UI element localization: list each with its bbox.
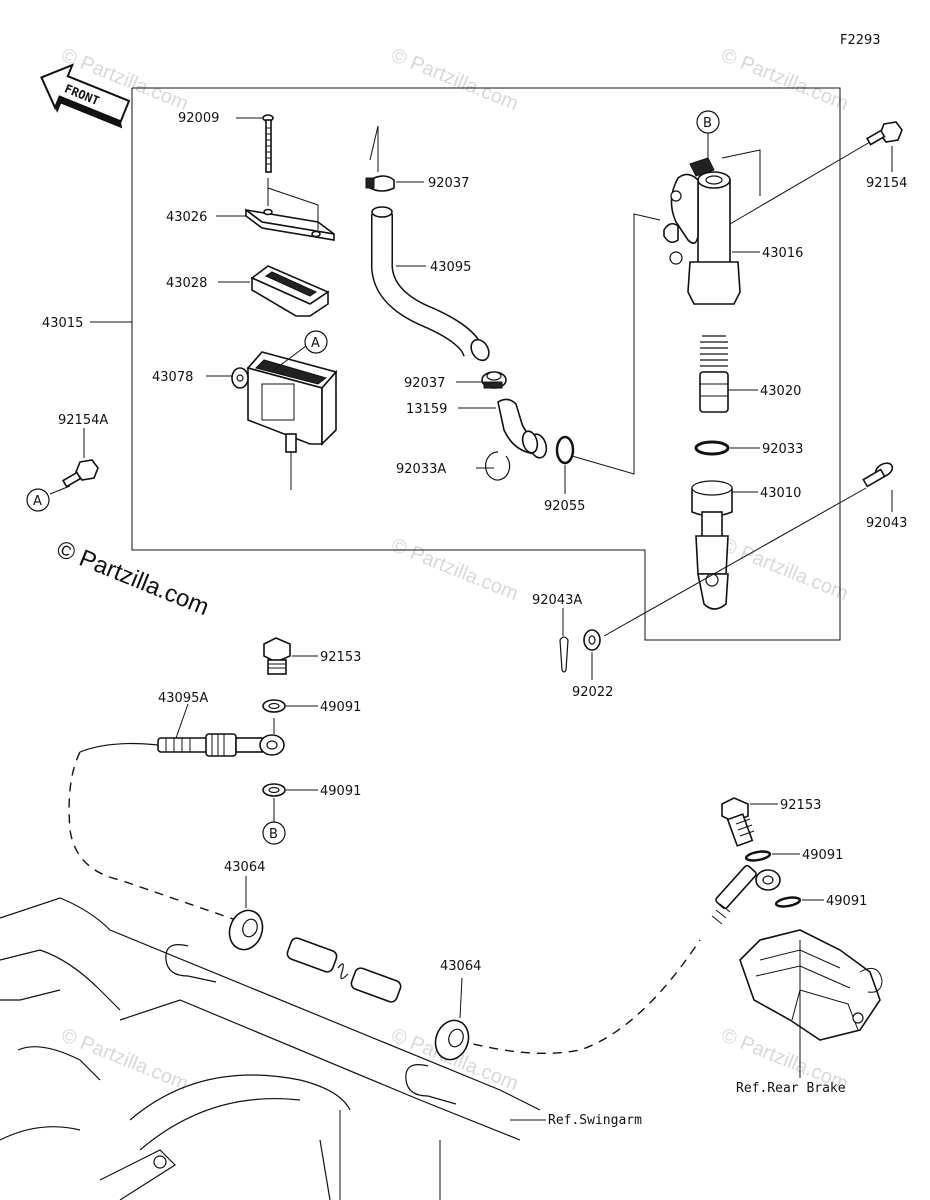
part-49091-washer-b — [262, 718, 318, 822]
label-43020: 43020 — [760, 384, 801, 399]
label-92033A: 92033A — [396, 462, 446, 477]
label-92154A: 92154A — [58, 413, 108, 428]
watermark: © Partzilla.com — [388, 44, 521, 115]
ref-swingarm: Ref.Swingarm — [548, 1113, 642, 1128]
label-43078: 43078 — [152, 370, 193, 385]
part-92153-bolt-lower — [721, 797, 778, 847]
label-43010: 43010 — [760, 486, 801, 501]
part-49091-washer-c — [744, 850, 800, 862]
part-43026-cap — [216, 178, 335, 241]
label-92022: 92022 — [572, 685, 613, 700]
callout-b-label: B — [703, 116, 712, 131]
label-92037: 92037 — [404, 376, 445, 391]
part-49091-washer-d — [774, 896, 824, 908]
hose-clip-b — [405, 1064, 457, 1105]
callout-a-label: A — [311, 336, 320, 351]
label-92055: 92055 — [544, 499, 585, 514]
hose-sleeve — [286, 937, 402, 1003]
callout-b-lower: B — [262, 821, 286, 845]
part-43028-diaphragm — [218, 265, 330, 317]
label-49091: 49091 — [320, 700, 361, 715]
callout-b-top: B — [696, 110, 720, 134]
part-92033A-circlip — [476, 451, 511, 481]
hose-clip-a — [165, 944, 217, 983]
part-49091-washer-a — [262, 699, 318, 713]
label-49091: 49091 — [826, 894, 867, 909]
part-92154-bolt — [865, 121, 903, 172]
part-43016-cylinder-body — [663, 132, 871, 305]
label-13159: 13159 — [406, 402, 447, 417]
part-92022-washer — [583, 629, 601, 680]
part-92055-o-ring — [555, 213, 661, 494]
label-49091: 49091 — [802, 848, 843, 863]
part-92037-clamp-lower — [456, 371, 507, 389]
part-92033-circlip — [694, 440, 760, 456]
reference-labels: Ref.Swingarm Ref.Rear Brake — [510, 1081, 846, 1128]
part-43064-grommet-a — [228, 876, 264, 951]
part-43095-hose — [370, 206, 490, 362]
lower-hose-fitting — [711, 864, 781, 925]
label-92153: 92153 — [780, 798, 821, 813]
label-49091: 49091 — [320, 784, 361, 799]
part-92043-pin — [603, 462, 894, 637]
label-43095: 43095 — [430, 260, 471, 275]
brake-hose-route — [68, 751, 701, 1055]
watermarks: © Partzilla.com © Partzilla.com © Partzi… — [58, 44, 851, 1095]
label-92037: 92037 — [428, 176, 469, 191]
ref-rear-brake: Ref.Rear Brake — [736, 1081, 846, 1096]
label-43016: 43016 — [762, 246, 803, 261]
part-43078-reservoir — [206, 345, 338, 490]
label-92043A: 92043A — [532, 593, 582, 608]
callout-a-top: A — [304, 330, 328, 354]
watermark: © Partzilla.com — [718, 534, 851, 605]
part-92153-bolt-upper — [263, 637, 318, 675]
part-92154A-bolt — [49, 428, 99, 495]
part-13159-elbow — [458, 398, 548, 459]
part-92043A-cotter-pin — [559, 608, 569, 673]
label-92153: 92153 — [320, 650, 361, 665]
part-43020-piston — [699, 335, 758, 413]
label-43064: 43064 — [224, 860, 265, 875]
label-43064: 43064 — [440, 959, 481, 974]
part-92009-screw — [236, 114, 274, 173]
label-92154: 92154 — [866, 176, 907, 191]
label-43095A: 43095A — [158, 691, 208, 706]
label-92043: 92043 — [866, 516, 907, 531]
callout-a-left: A — [26, 488, 50, 512]
label-92033: 92033 — [762, 442, 803, 457]
part-43010-push-rod — [691, 480, 758, 610]
label-43028: 43028 — [166, 276, 207, 291]
part-43064-grommet-b — [434, 977, 470, 1061]
callout-a-label: A — [33, 494, 42, 509]
part-43095A-hose-fitting — [79, 703, 285, 757]
label-43026: 43026 — [166, 210, 207, 225]
part-labels: 92009 43026 43028 43015 43078 92037 4309… — [42, 111, 907, 974]
label-43015: 43015 — [42, 316, 83, 331]
callout-b-label: B — [269, 827, 278, 842]
rear-brake-caliper — [739, 929, 883, 1078]
watermark-main: © Partzilla.com — [53, 536, 213, 622]
swingarm — [0, 897, 541, 1200]
front-arrow: FRONT — [40, 63, 131, 129]
assembly-bracket — [90, 87, 841, 641]
watermark: © Partzilla.com — [388, 534, 521, 605]
part-92037-clamp-upper — [365, 125, 424, 192]
label-92009: 92009 — [178, 111, 219, 126]
watermark: © Partzilla.com — [718, 44, 851, 115]
figure-code: F2293 — [840, 33, 881, 48]
